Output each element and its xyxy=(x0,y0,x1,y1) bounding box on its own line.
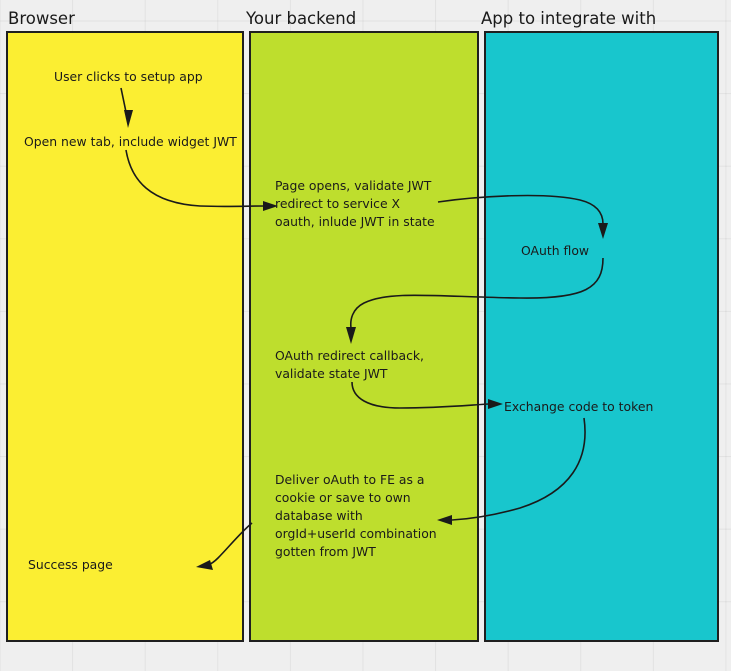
note-oauth-redirect-callback: OAuth redirect callback, validate state … xyxy=(275,348,424,381)
lane-backend[interactable] xyxy=(249,31,479,642)
note-page-opens: Page opens, validate JWT redirect to ser… xyxy=(275,178,435,229)
lane-title-browser: Browser xyxy=(8,9,75,28)
note-deliver-oauth: Deliver oAuth to FE as a cookie or save … xyxy=(275,472,437,559)
note-oauth-flow: OAuth flow xyxy=(521,243,590,258)
lane-title-app: App to integrate with xyxy=(481,9,657,28)
lane-browser[interactable] xyxy=(6,31,244,642)
lane-title-backend: Your backend xyxy=(246,9,357,28)
note-success-page: Success page xyxy=(28,557,113,572)
note-exchange-code-to-token: Exchange code to token xyxy=(504,399,654,414)
lane-app[interactable] xyxy=(484,31,719,642)
note-user-clicks: User clicks to setup app xyxy=(54,69,203,84)
note-open-new-tab: Open new tab, include widget JWT xyxy=(24,134,237,149)
